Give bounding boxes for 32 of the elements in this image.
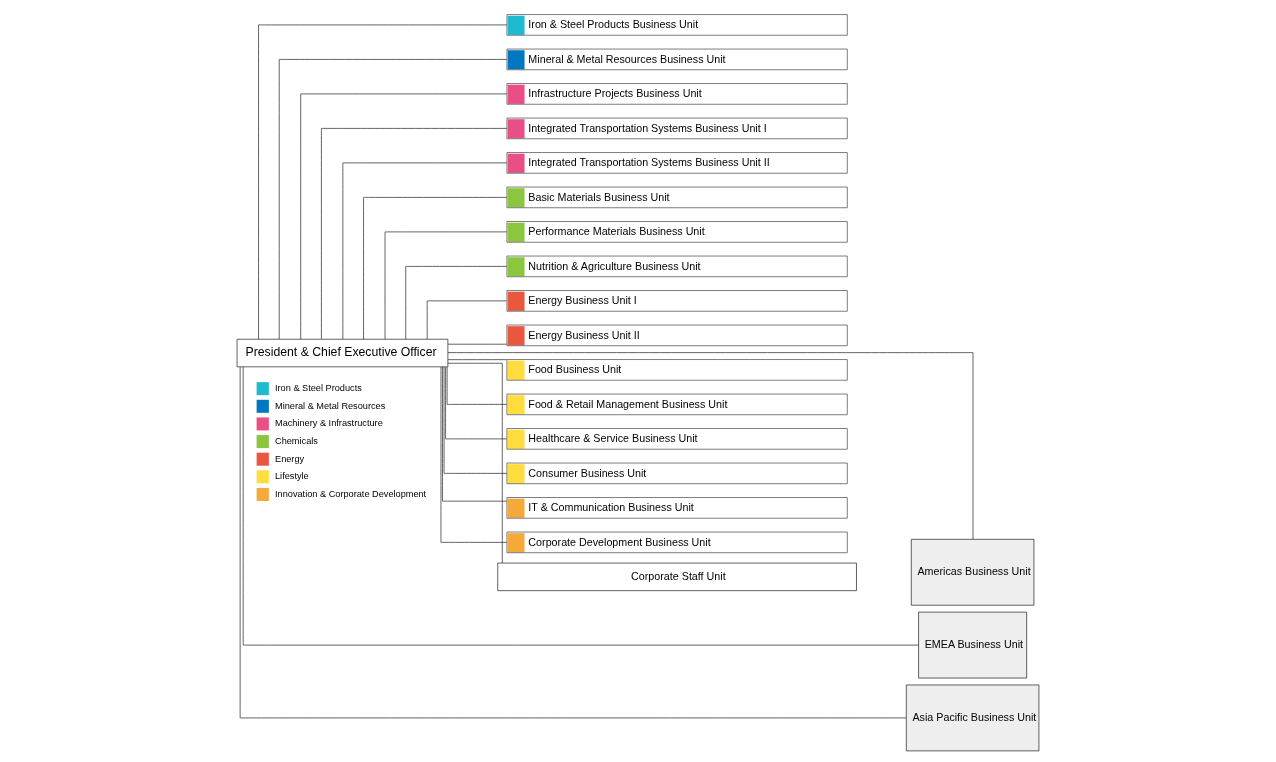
connector	[446, 366, 508, 405]
legend-label: Chemicals	[275, 435, 318, 446]
connector	[440, 366, 508, 543]
node-box: Corporate Staff Unit	[497, 562, 857, 592]
connector	[447, 362, 503, 564]
connector	[300, 93, 508, 340]
connector	[363, 197, 508, 340]
legend-label: Lifestyle	[275, 471, 309, 482]
legend-label: Energy	[275, 453, 305, 464]
legend-label: Iron & Steel Products	[275, 383, 362, 394]
node-box: Americas Business Unit	[910, 538, 1035, 606]
connector	[442, 366, 507, 502]
connector	[278, 59, 507, 340]
legend-label: Innovation & Corporate Development	[275, 488, 427, 499]
connector	[447, 352, 974, 540]
node-box: EMEA Business Unit	[918, 611, 1028, 679]
node-box: Asia Pacific Business Unit	[905, 684, 1040, 752]
connector	[242, 366, 919, 646]
connector	[405, 266, 508, 340]
connector	[258, 24, 508, 340]
connector	[384, 231, 508, 340]
connector	[447, 359, 508, 361]
connector	[239, 366, 907, 719]
connector	[445, 366, 508, 440]
legend-label: Machinery & Infrastructure	[275, 418, 383, 429]
connector	[447, 343, 508, 345]
connector	[443, 366, 508, 474]
legend-label: Mineral & Metal Resources	[275, 400, 386, 411]
connector	[426, 300, 507, 340]
node-box: President & Chief Executive Officer	[236, 338, 449, 368]
connector	[321, 128, 508, 340]
connector	[342, 162, 508, 340]
